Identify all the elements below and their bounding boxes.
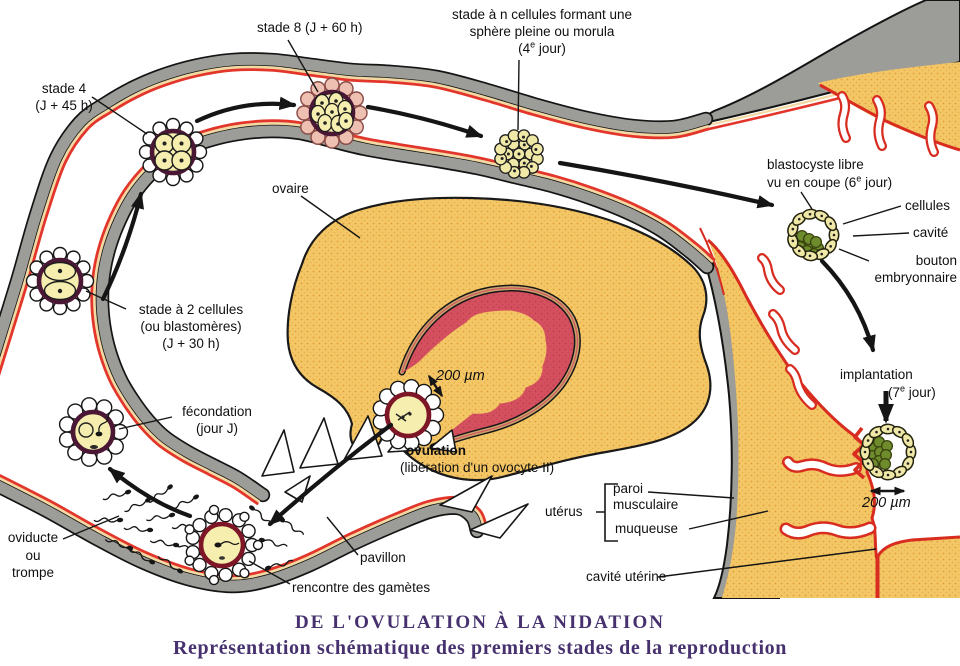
label-pavillon: pavillon <box>360 550 406 565</box>
label-stade-4: stade 4(J + 45 h) <box>35 81 93 113</box>
label-cavite: cavité <box>913 225 949 240</box>
label-stade-8: stade 8 (J + 60 h) <box>257 20 363 35</box>
label-blastocyste: blastocyste libre vu en coupe (6e jour) <box>767 157 893 190</box>
label-uterus: utérus <box>545 504 583 519</box>
label-scale-200um-right: 200 µm <box>862 495 911 511</box>
label-ovulation-sub: (libération d'un ovocyte II) <box>400 460 555 475</box>
label-cellules: cellules <box>905 198 951 213</box>
label-implantation-jour: (7e jour) <box>888 383 936 400</box>
label-morula: stade à n cellules formant une sphère pl… <box>451 7 633 56</box>
label-muqueuse: muqueuse <box>615 521 679 536</box>
label-ovaire: ovaire <box>272 181 309 196</box>
label-fecondation: fécondation(jour J) <box>182 404 252 436</box>
label-ovulation: ovulation <box>406 443 466 458</box>
label-rencontre-gametes: rencontre des gamètes <box>292 580 431 595</box>
label-cavite-uterine: cavité utérine <box>586 569 667 584</box>
page-title: DE L'OVULATION À LA NIDATION <box>295 612 665 633</box>
label-implantation: implantation <box>840 367 913 382</box>
label-scale-200um-center: 200 µm <box>436 368 485 384</box>
page-subtitle: Représentation schématique des premiers … <box>173 637 787 659</box>
label-stade-2: stade à 2 cellules(ou blastomères)(J + 3… <box>138 302 244 351</box>
